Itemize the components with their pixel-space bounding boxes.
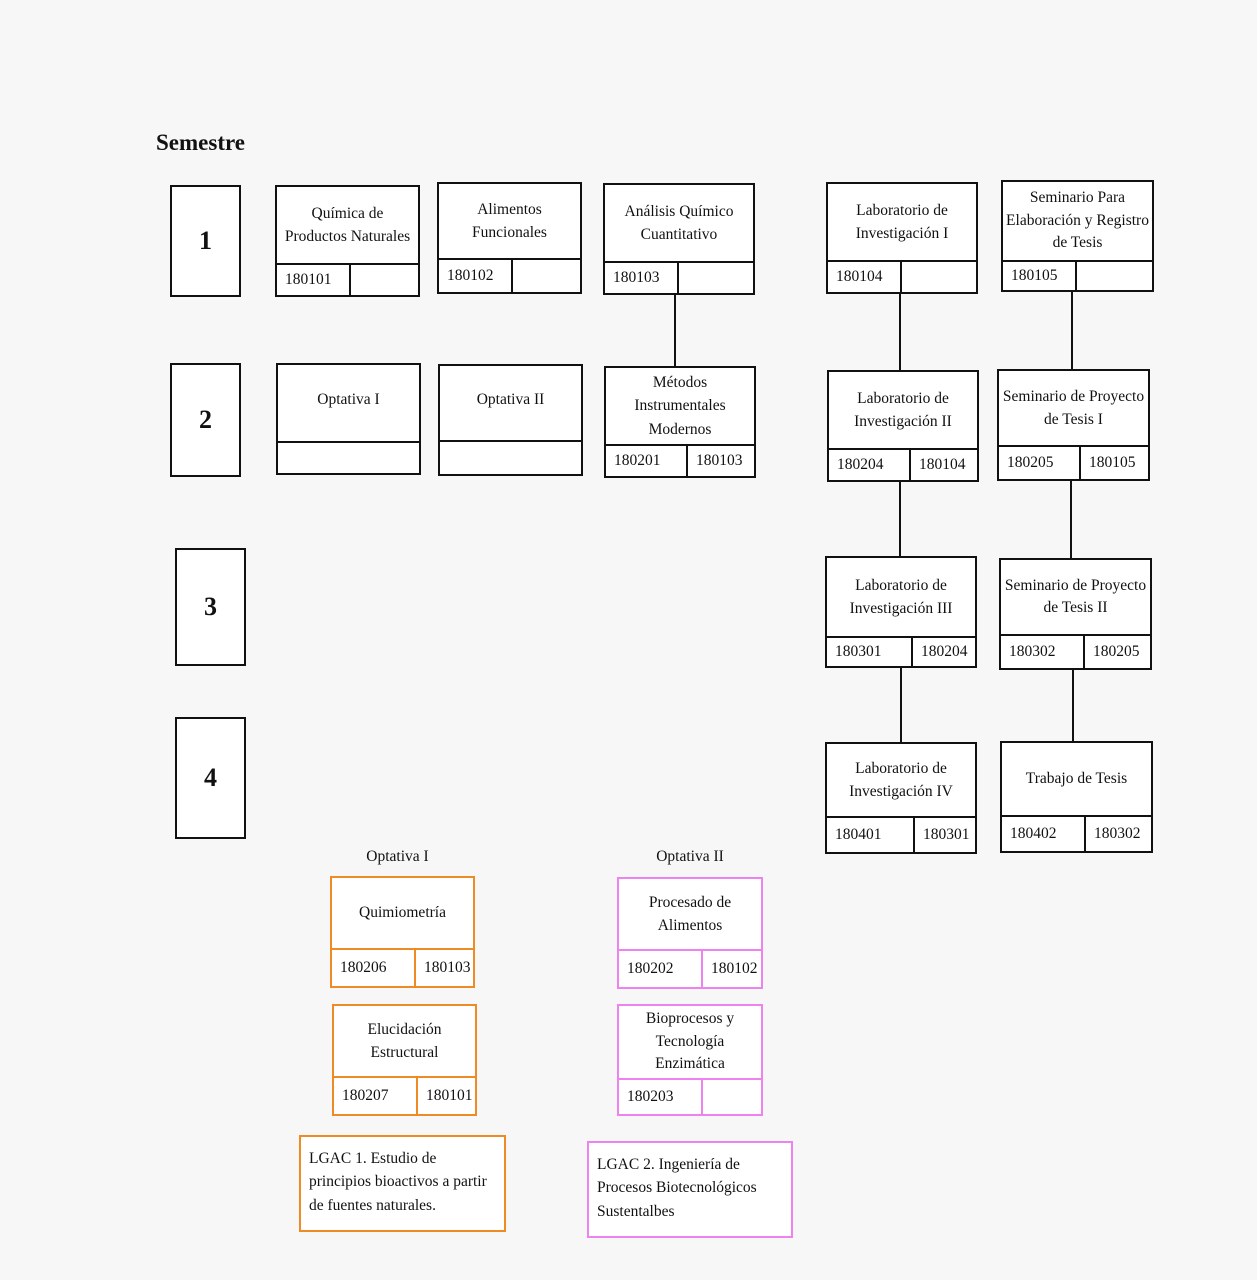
prerequisite-code: 180101 [416, 1078, 475, 1114]
elective-card-optativa-1: Quimiometría 180206 180103 [330, 876, 475, 988]
course-card: Métodos Instrumentales Modernos 180201 1… [604, 366, 756, 478]
course-code: 180201 [614, 452, 661, 469]
course-code [440, 442, 581, 474]
course-code: 180104 [836, 268, 883, 285]
course-name: Quimiometría [359, 904, 446, 922]
connector-line [899, 292, 901, 372]
course-code: 180207 [342, 1087, 389, 1104]
connector-line [900, 666, 902, 743]
prerequisite-code: 180103 [686, 446, 754, 476]
course-name: Laboratorio de Investigación I [855, 201, 949, 242]
course-card: Química de Productos Naturales 180101 [275, 185, 420, 297]
course-code: 180105 [1011, 267, 1058, 284]
course-code: 180206 [340, 959, 387, 976]
course-code: 180301 [835, 643, 882, 660]
course-code: 180402 [1010, 825, 1057, 842]
prerequisite-code [677, 263, 753, 293]
course-name: Optativa I [317, 391, 380, 409]
course-code: 180202 [627, 960, 674, 977]
course-name: Elucidación Estructural [367, 1020, 442, 1061]
course-name: Análisis Químico Cuantitativo [624, 202, 734, 243]
elective-card-optativa-2: Procesado de Alimentos 180202 180102 [617, 877, 763, 989]
semester-2-box: 2 [170, 363, 241, 477]
course-name: Laboratorio de Investigación IV [849, 759, 953, 800]
prerequisite-code [701, 1080, 761, 1114]
lgac-1-box: LGAC 1. Estudio de principios bioactivos… [299, 1135, 506, 1232]
prerequisite-code: 180301 [913, 818, 975, 852]
course-code [278, 443, 419, 473]
course-card: Seminario de Proyecto de Tesis I 180205 … [997, 369, 1150, 481]
semester-1-box: 1 [170, 185, 241, 297]
lgac-2-box: LGAC 2. Ingeniería de Procesos Biotecnol… [587, 1141, 793, 1238]
course-card: Optativa II [438, 364, 583, 476]
course-code: 180302 [1009, 643, 1056, 660]
course-name: Métodos Instrumentales Modernos [634, 374, 726, 438]
course-card: Seminario Para Elaboración y Registro de… [1001, 180, 1154, 292]
course-name: Seminario Para Elaboración y Registro de… [1006, 189, 1149, 252]
course-card: Laboratorio de Investigación I 180104 [826, 182, 978, 294]
course-name: Trabajo de Tesis [1025, 770, 1128, 788]
course-name: Seminario de Proyecto de Tesis I [1002, 387, 1145, 428]
course-name: Laboratorio de Investigación II [854, 389, 952, 430]
course-name: Optativa II [476, 391, 545, 409]
course-card: Alimentos Funcionales 180102 [437, 182, 582, 294]
prerequisite-code [900, 262, 976, 292]
prerequisite-code: 180102 [701, 951, 761, 987]
prerequisite-code [1075, 262, 1152, 290]
connector-line [1070, 479, 1072, 558]
semester-4-box: 4 [175, 717, 246, 839]
prerequisite-code: 180205 [1083, 636, 1150, 668]
course-code: 180101 [285, 271, 332, 288]
course-card: Análisis Químico Cuantitativo 180103 [603, 183, 755, 295]
prerequisite-code: 180104 [909, 450, 977, 480]
course-card: Laboratorio de Investigación IV 180401 1… [825, 742, 977, 854]
course-card: Laboratorio de Investigación III 180301 … [825, 556, 977, 668]
prerequisite-code: 180103 [414, 950, 473, 986]
page-title: Semestre [156, 130, 245, 155]
course-name: Procesado de Alimentos [648, 893, 732, 934]
prerequisite-code [349, 265, 418, 295]
course-card: Laboratorio de Investigación II 180204 1… [827, 370, 979, 482]
prerequisite-code: 180204 [911, 638, 975, 666]
course-code: 180401 [835, 826, 882, 843]
elective-card-optativa-1: Elucidación Estructural 180207 180101 [332, 1004, 477, 1116]
connector-line [899, 480, 901, 556]
course-code: 180102 [447, 267, 494, 284]
prerequisite-code [511, 260, 580, 292]
connector-line [1072, 668, 1074, 742]
course-card: Optativa I [276, 363, 421, 475]
course-code: 180203 [627, 1088, 674, 1105]
course-name: Laboratorio de Investigación III [849, 576, 953, 617]
course-name: Alimentos Funcionales [472, 200, 547, 241]
optativa-1-label: Optativa I [366, 848, 429, 865]
course-code: 180103 [613, 269, 660, 286]
elective-card-optativa-2: Bioprocesos y Tecnología Enzimática 1802… [617, 1004, 763, 1116]
prerequisite-code: 180105 [1079, 447, 1148, 479]
course-name: Química de Productos Naturales [284, 204, 411, 245]
course-code: 180204 [837, 456, 884, 473]
connector-line [674, 293, 676, 367]
course-name: Bioprocesos y Tecnología Enzimática [645, 1010, 735, 1073]
course-card: Trabajo de Tesis 180402 180302 [1000, 741, 1153, 853]
semester-3-box: 3 [175, 548, 246, 666]
course-code: 180205 [1007, 454, 1054, 471]
connector-line [1071, 290, 1073, 370]
optativa-2-label: Optativa II [656, 848, 724, 865]
course-card: Seminario de Proyecto de Tesis II 180302… [999, 558, 1152, 670]
course-name: Seminario de Proyecto de Tesis II [1004, 577, 1147, 616]
prerequisite-code: 180302 [1084, 817, 1151, 851]
